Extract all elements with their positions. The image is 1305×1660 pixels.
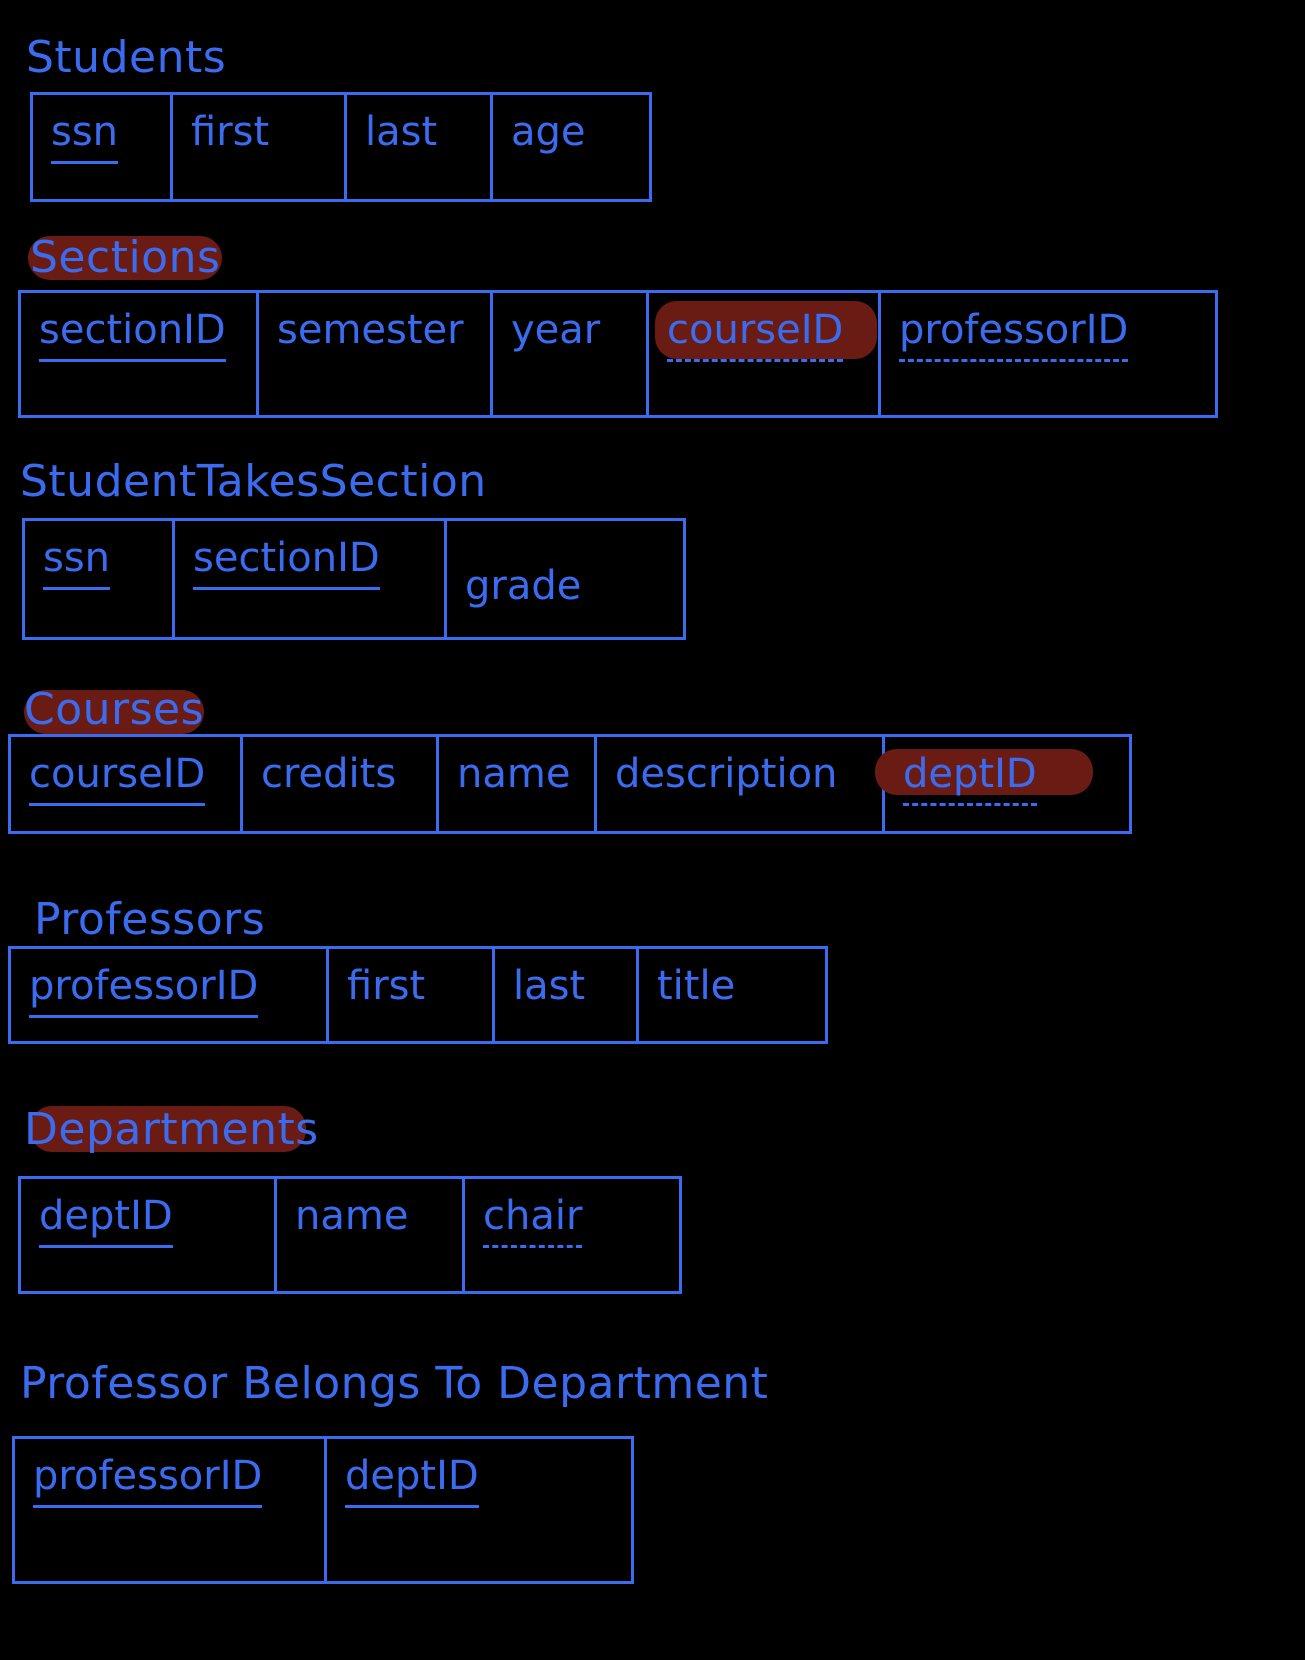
title-highlight <box>28 236 222 280</box>
title-text: Sections <box>30 232 221 283</box>
column-chair: chair <box>465 1179 679 1291</box>
table-departments: deptID name chair <box>18 1176 682 1294</box>
column-last: last <box>495 949 639 1041</box>
column-professorid: professorID <box>881 293 1215 415</box>
table-professors: professorID first last title <box>8 946 828 1044</box>
table-title-sections: Sections <box>30 236 220 280</box>
column-professorid: professorID <box>11 949 329 1041</box>
table-sections: sectionID semester year courseID profess… <box>18 290 1218 418</box>
title-highlight <box>24 690 204 734</box>
column-deptid: deptID <box>327 1439 631 1581</box>
column-first: first <box>173 95 347 199</box>
title-text: StudentTakesSection <box>20 456 487 507</box>
column-grade: grade <box>465 563 582 609</box>
table-studenttakessection: ssn sectionID grade <box>22 518 686 640</box>
column-courseid: courseID <box>11 737 243 831</box>
title-text: Departments <box>24 1104 319 1155</box>
column-deptid: deptID <box>21 1179 277 1291</box>
column-sectionid: sectionID <box>21 293 259 415</box>
title-text: Professor Belongs To Department <box>20 1358 769 1409</box>
table-title-professorbelongstodepartment: Professor Belongs To Department <box>20 1362 768 1406</box>
column-professorid: professorID <box>15 1439 327 1581</box>
column-sectionid: sectionID <box>175 521 447 637</box>
column-highlight <box>655 301 877 359</box>
title-text: Professors <box>34 894 266 945</box>
column-courseid: courseID <box>649 293 881 415</box>
column-credits: credits <box>243 737 439 831</box>
column-deptid: deptID <box>875 737 1129 831</box>
column-title: title <box>657 963 736 1009</box>
table-courses: courseID credits name description deptID <box>8 734 1132 834</box>
column-year: year <box>493 293 649 415</box>
column-name: name <box>439 737 597 831</box>
table-title-professors: Professors <box>34 898 265 942</box>
column-ssn: ssn <box>25 521 175 637</box>
table-title-courses: Courses <box>24 688 204 732</box>
column-description: description <box>597 737 885 831</box>
table-title-studenttakessection: StudentTakesSection <box>20 460 487 504</box>
table-title-departments: Departments <box>24 1108 319 1152</box>
table-title-students: Students <box>26 36 226 80</box>
column-highlight <box>875 749 1093 795</box>
column-last: last <box>347 95 493 199</box>
column-semester: semester <box>259 293 493 415</box>
column-first: first <box>329 949 495 1041</box>
table-professorbelongstodepartment: professorID deptID <box>12 1436 634 1584</box>
title-text: Courses <box>24 684 205 735</box>
title-text: Students <box>26 32 227 83</box>
column-name: name <box>277 1179 465 1291</box>
title-highlight <box>30 1106 306 1152</box>
table-students: ssn first last age <box>30 92 652 202</box>
column-age: age <box>511 109 586 155</box>
column-ssn: ssn <box>33 95 173 199</box>
